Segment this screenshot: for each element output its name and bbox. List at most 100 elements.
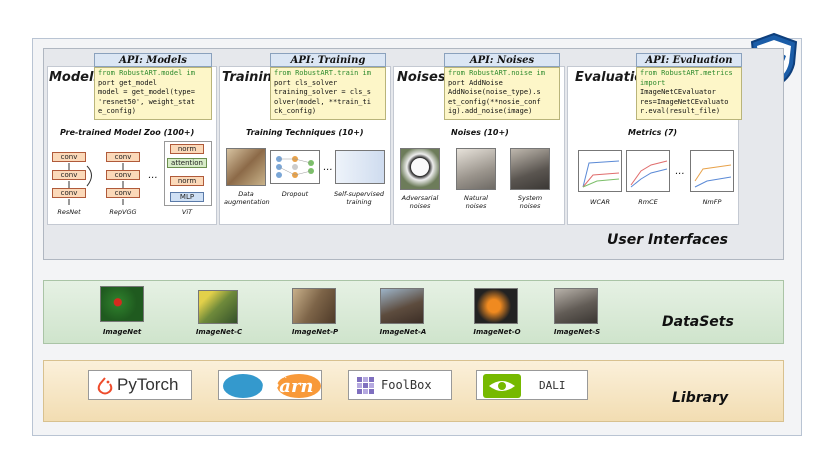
training-item-3: Self-supervised training (334, 190, 384, 206)
vit-mlp: MLP (170, 192, 204, 202)
training-item-1: Data augmentation (224, 190, 270, 206)
code-line: 'resnet50', weight_stat (98, 97, 195, 106)
repvgg-conv-1: conv (106, 152, 140, 162)
api-training-code: from RobustART.train im port cls_solver … (270, 67, 386, 120)
dropout-network-icon (276, 156, 314, 178)
dataset-imagenet-s: ImageNet-S (553, 328, 601, 336)
code-line: ImageNetCEvaluator (640, 88, 716, 96)
code-line: from RobustART.noise im (448, 69, 545, 77)
code-line: port AddNoise (448, 78, 503, 87)
adversarial-panda-image (400, 148, 440, 190)
training-subtitle: Training Techniques (10+) (246, 128, 364, 137)
system-swan-image (510, 148, 550, 190)
evaluation-title: Evaluation (575, 70, 653, 85)
datasets-label: DataSets (662, 314, 734, 330)
dali-logo: DALI (476, 370, 588, 400)
repvgg-arrows (122, 163, 124, 205)
code-line: from RobustART.model im (98, 69, 195, 77)
pytorch-text: PyTorch (117, 375, 179, 394)
code-line: import (640, 78, 666, 87)
api-models-header: API: Models (94, 53, 212, 67)
resnet-label: ResNet (57, 208, 81, 216)
imagenet-image (100, 286, 144, 322)
pytorch-logo: PyTorch (88, 370, 192, 400)
user-interfaces-label: User Interfaces (607, 232, 728, 248)
noise-item-1: Adversarial noises (401, 194, 439, 210)
library-label: Library (672, 390, 729, 406)
code-line: ig).add_noise(image) (448, 107, 533, 115)
vit-attention: attention (167, 158, 207, 168)
pytorch-flame-icon (97, 377, 113, 395)
metric-item-3: NmFP (702, 198, 722, 206)
resnet-conv-3: conv (52, 188, 86, 198)
training-ellipsis: ... (323, 162, 333, 173)
dataset-imagenet-o: ImageNet-O (473, 328, 521, 336)
code-line: port get_model (98, 78, 158, 87)
code-line: olver(model, **train_ti (274, 97, 371, 106)
api-evaluation-code: from RobustART.metrics import ImageNetCE… (636, 67, 742, 120)
sklearn-blobs-icon (223, 374, 321, 398)
training-item-2: Dropout (281, 190, 309, 198)
api-noises-code: from RobustART.noise im port AddNoise Ad… (444, 67, 560, 120)
dali-text: DALI (539, 379, 566, 392)
resnet-conv-1: conv (52, 152, 86, 162)
dataset-imagenet-c: ImageNet-C (195, 328, 243, 336)
foolbox-text: FoolBox (381, 378, 432, 392)
code-line: from RobustART.metrics (640, 69, 733, 77)
dataset-imagenet-p: ImageNet-P (291, 328, 339, 336)
models-ellipsis: ... (148, 170, 158, 181)
code-line: res=ImageNetCEvaluato (640, 97, 729, 106)
dataset-imagenet: ImageNet (102, 328, 142, 336)
imagenet-c-image (198, 290, 238, 324)
sklearn-logo: scikit learn (218, 370, 322, 400)
imagenet-a-image (380, 288, 424, 324)
code-line: ck_config) (274, 107, 317, 115)
models-subtitle: Pre-trained Model Zoo (100+) (60, 128, 195, 137)
metric-item-1: WCAR (590, 198, 610, 206)
self-supervised-image (335, 150, 385, 184)
noises-subtitle: Noises (10+) (451, 128, 509, 137)
vit-norm-2: norm (170, 176, 204, 186)
evaluation-subtitle: Metrics (7) (628, 128, 678, 137)
imagenet-o-image (474, 288, 518, 324)
resnet-conv-2: conv (52, 170, 86, 180)
code-line: training_solver = cls_s (274, 88, 371, 96)
vit-label: ViT (181, 208, 193, 216)
code-line: AddNoise(noise_type).s (448, 88, 541, 96)
nmfp-plot-thumbnail (690, 150, 734, 192)
repvgg-conv-3: conv (106, 188, 140, 198)
noise-item-2: Natural noises (464, 194, 488, 210)
metric-item-2: RmCE (638, 198, 658, 206)
code-line: port cls_solver (274, 78, 338, 87)
training-title: Training (222, 70, 282, 85)
code-line: r.eval(result_file) (640, 107, 721, 115)
repvgg-label: RepVGG (109, 208, 137, 216)
noises-title: Noises (397, 70, 446, 85)
rmce-plot-thumbnail (626, 150, 670, 192)
api-models-code: from RobustART.model im port get_model m… (94, 67, 212, 120)
code-line: from RobustART.train im (274, 69, 371, 77)
natural-swan-image (456, 148, 496, 190)
data-augmentation-image (226, 148, 266, 186)
evaluation-ellipsis: ... (675, 166, 685, 177)
resnet-arrows (68, 163, 92, 205)
foolbox-logo: FoolBox (348, 370, 452, 400)
api-training-header: API: Training (270, 53, 386, 67)
dataset-imagenet-a: ImageNet-A (379, 328, 427, 336)
vit-norm-1: norm (170, 144, 204, 154)
code-line: et_config(**nosie_conf (448, 97, 541, 106)
api-noises-header: API: Noises (444, 53, 560, 67)
models-title: Models (49, 70, 102, 85)
nvidia-eye-icon (483, 374, 521, 398)
imagenet-s-image (554, 288, 598, 324)
repvgg-conv-2: conv (106, 170, 140, 180)
code-line: model = get_model(type= (98, 88, 195, 96)
api-evaluation-header: API: Evaluation (636, 53, 742, 67)
foolbox-grid-icon (357, 377, 374, 394)
dropout-diagram (270, 150, 320, 184)
imagenet-p-image (292, 288, 336, 324)
wcar-plot-thumbnail (578, 150, 622, 192)
sklearn-scikit-text: scikit (271, 373, 287, 380)
sklearn-learn-text: learn (261, 376, 314, 397)
code-line: e_config) (98, 107, 136, 115)
